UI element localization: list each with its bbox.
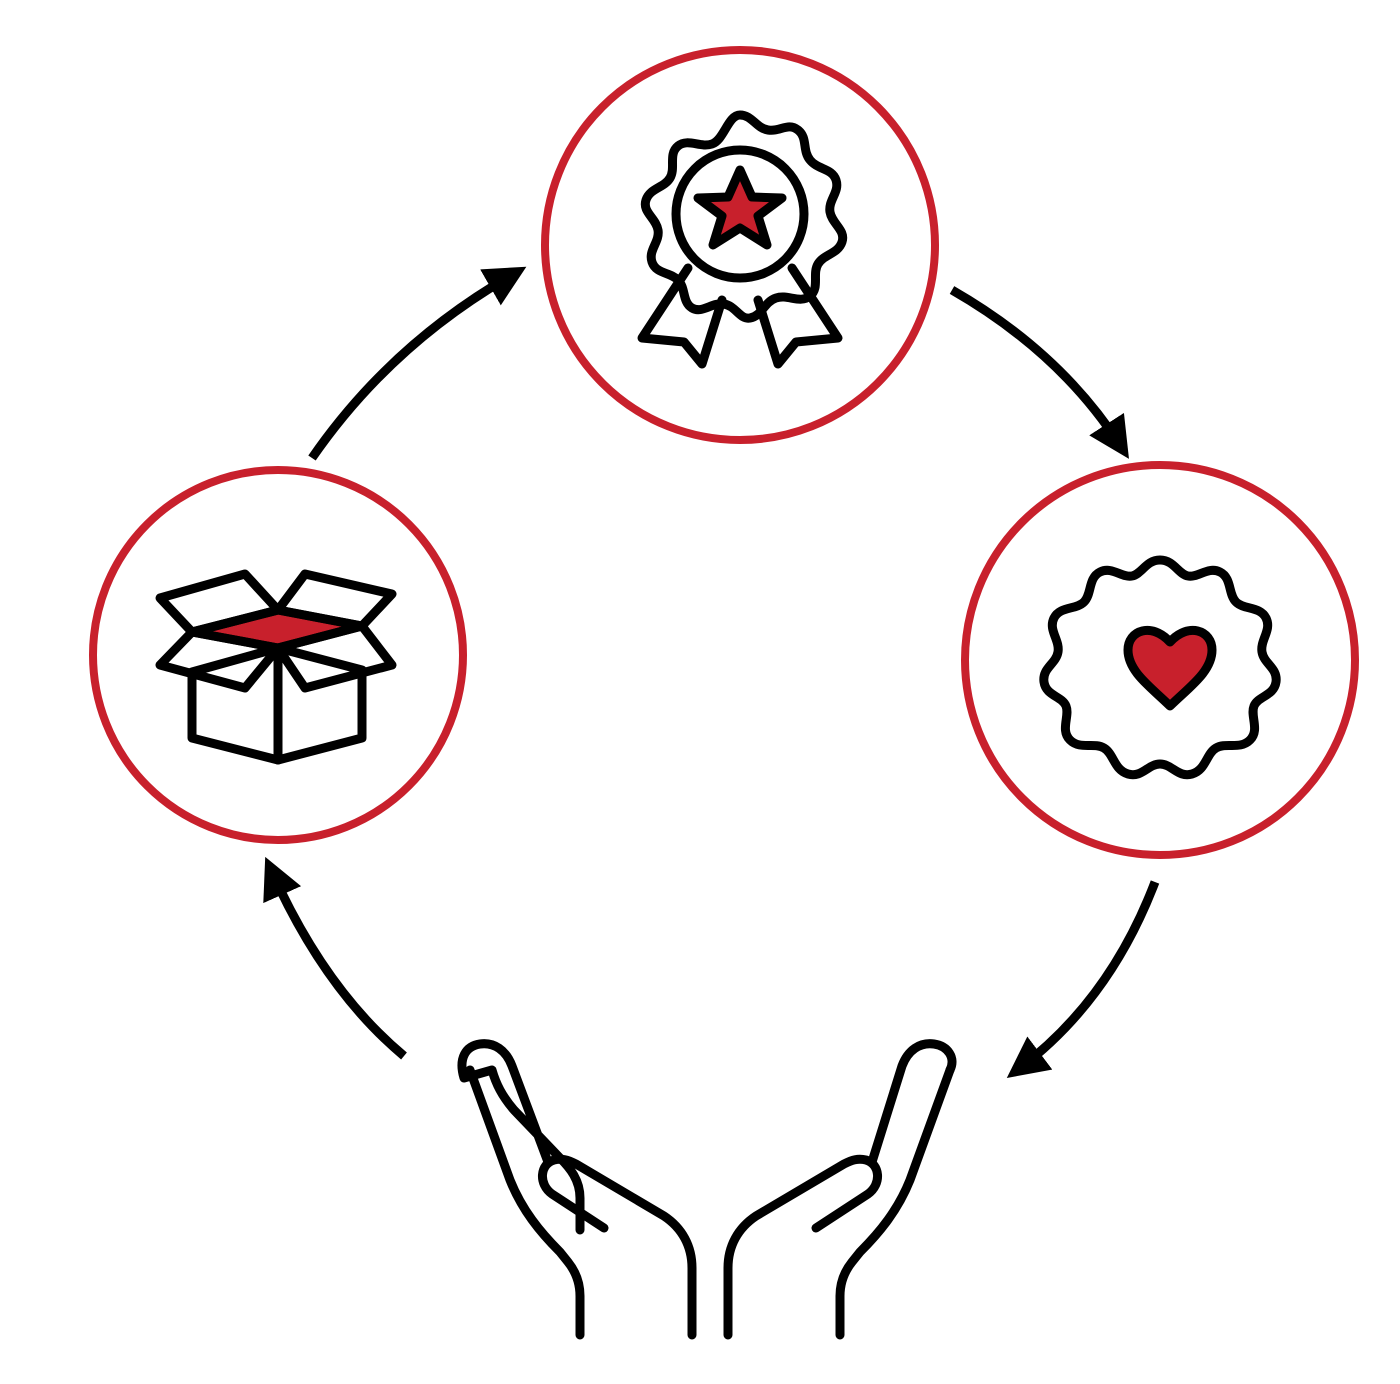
arrow-care-to-giving bbox=[1006, 880, 1160, 1078]
node-giving bbox=[457, 1039, 957, 1340]
arrow-giving-to-product bbox=[263, 856, 407, 1060]
node-product bbox=[89, 466, 467, 844]
arrow-product-to-quality bbox=[308, 266, 527, 461]
node-ring bbox=[89, 466, 467, 844]
open-box-icon bbox=[155, 569, 397, 765]
node-ring bbox=[961, 461, 1359, 859]
open-hands-icon bbox=[457, 1039, 957, 1340]
node-quality bbox=[541, 46, 939, 444]
arrow-quality-to-care bbox=[949, 286, 1129, 459]
award-ribbon-star-icon bbox=[637, 110, 848, 369]
gear-heart-icon bbox=[1039, 555, 1281, 780]
node-ring bbox=[541, 46, 939, 444]
node-care bbox=[961, 461, 1359, 859]
cycle-arrows bbox=[263, 266, 1160, 1078]
